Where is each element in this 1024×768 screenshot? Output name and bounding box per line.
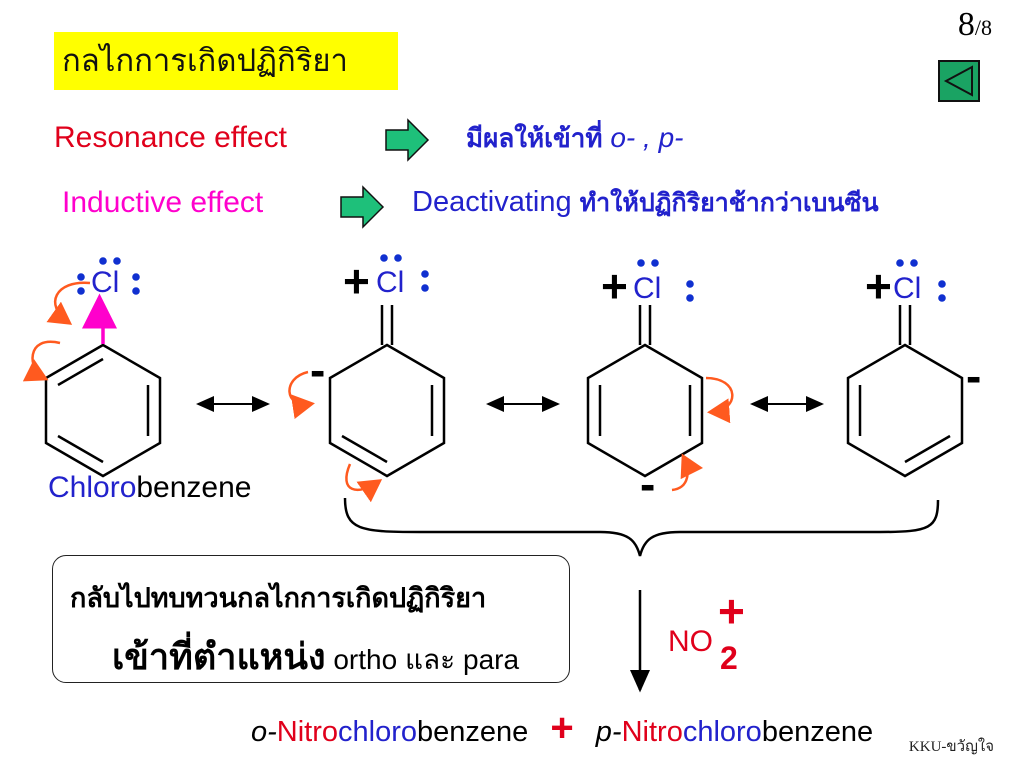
- products: o-Nitrochlorobenzene + p-Nitrochlorobenz…: [251, 706, 873, 751]
- curved-arrow: [705, 376, 734, 424]
- para-prefix: p-: [595, 716, 622, 748]
- chlorine-label: Cl: [633, 272, 662, 305]
- svg-text:-: -: [966, 350, 981, 402]
- grouping-brace: [343, 497, 940, 557]
- nitro-part: Nitro: [621, 716, 683, 748]
- callout-thai: เข้าที่ตำแหน่ง: [112, 636, 326, 678]
- ortho-label: ortho: [333, 644, 398, 675]
- charges: + + + - - -: [310, 255, 981, 510]
- resonance-structure-3: [586, 305, 704, 478]
- inductive-result-en: Deactivating: [412, 186, 572, 218]
- resonance-structure-4: [846, 305, 964, 478]
- chloro-part: chloro: [682, 716, 762, 748]
- inductive-result: Deactivating ทำให้ปฏิกิริยาช้ากว่าเบนซีน: [412, 183, 879, 223]
- chlorobenzene-structure: [44, 343, 162, 478]
- page-total: /8: [974, 15, 992, 40]
- triangle-left-icon: [943, 65, 973, 97]
- page-number: 8/8: [958, 6, 992, 44]
- ortho-prefix: o-: [251, 716, 277, 748]
- resonance-result-positions: o- , p-: [610, 122, 684, 153]
- product-plus: +: [550, 706, 574, 750]
- reagent-subscript: 2: [720, 640, 738, 676]
- benzene-part: benzene: [761, 716, 874, 748]
- review-callout: [52, 555, 570, 683]
- inductive-effect-label: Inductive effect: [62, 186, 264, 219]
- curved-arrow: [288, 370, 315, 419]
- curved-arrow: [22, 340, 61, 382]
- resonance-structure-2: [328, 305, 446, 478]
- benzene-part: benzene: [136, 471, 252, 504]
- curved-arrow: [46, 281, 91, 325]
- resonance-result-thai: มีผลให้เข้าที่: [466, 124, 603, 154]
- svg-text:+: +: [865, 260, 892, 312]
- chlorine-label: Cl: [91, 266, 120, 299]
- svg-text:+: +: [343, 255, 370, 307]
- page-current: 8: [957, 6, 975, 43]
- curved-arrow: [345, 463, 383, 503]
- reagent-charge: +: [718, 585, 745, 637]
- green-arrow-resonance: [385, 118, 430, 162]
- para-label: para: [463, 644, 520, 675]
- and-label: และ: [404, 643, 456, 676]
- nitro-part: Nitro: [276, 716, 339, 748]
- svg-text:-: -: [640, 458, 655, 510]
- chloro-part: Chloro: [48, 471, 137, 504]
- svg-text:-: -: [310, 344, 325, 396]
- callout-line2: เข้าที่ตำแหน่ง ortho และ para: [112, 628, 519, 685]
- svg-text:+: +: [601, 260, 628, 312]
- benzene-part: benzene: [417, 716, 529, 748]
- resonance-effect-label: Resonance effect: [54, 121, 287, 154]
- chlorine-label: Cl: [376, 266, 405, 299]
- chlorine-label: Cl: [893, 272, 922, 305]
- lone-pair-dots: [77, 254, 946, 302]
- curved-arrow: [671, 453, 704, 492]
- green-arrow-inductive: [340, 185, 385, 229]
- chlorobenzene-name: Chlorobenzene: [48, 471, 251, 505]
- reagent-no: NO: [668, 625, 713, 658]
- slide-title: กลไกการเกิดปฏิกิริยา: [54, 32, 398, 90]
- footer-credit: KKU-ขวัญใจ: [908, 739, 994, 755]
- chloro-part: chloro: [338, 716, 418, 748]
- back-button[interactable]: [938, 60, 980, 102]
- inductive-result-thai: ทำให้ปฏิกิริยาช้ากว่าเบนซีน: [579, 188, 879, 217]
- resonance-result: มีผลให้เข้าที่ o- , p-: [466, 118, 683, 159]
- callout-line1: กลับไปทบทวนกลไกการเกิดปฏิกิริยา: [70, 583, 487, 614]
